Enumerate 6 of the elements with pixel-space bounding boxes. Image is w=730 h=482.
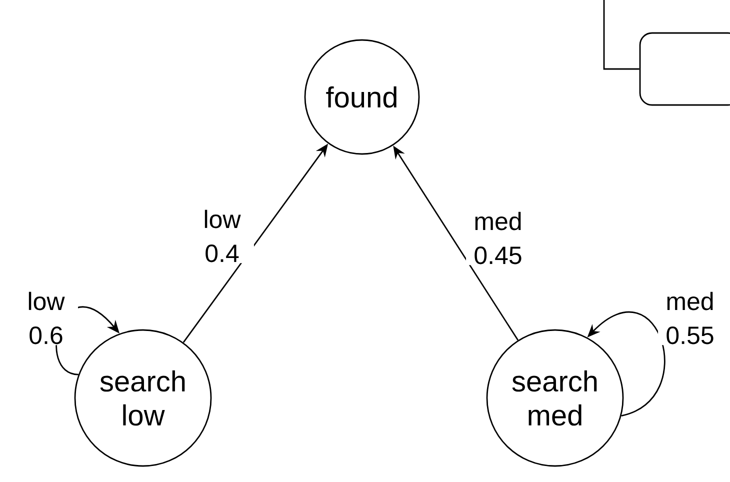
edge-label: med 0.45	[466, 210, 530, 266]
edge-label: low 0.6	[14, 290, 78, 346]
edge-label: low 0.4	[190, 208, 254, 264]
rounded-box	[639, 32, 730, 106]
edge-label: med 0.55	[658, 290, 722, 346]
line	[603, 0, 640, 70]
